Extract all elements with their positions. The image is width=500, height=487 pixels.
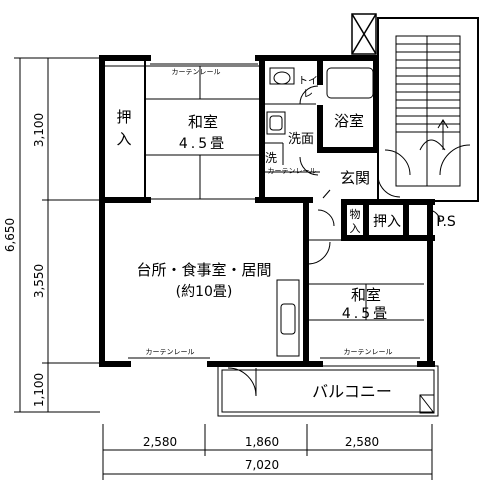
balcony-label: バルコニー [312, 382, 392, 401]
horizontal-dimensions [102, 424, 433, 480]
duct-box [351, 13, 377, 55]
vertical-dimensions [14, 57, 100, 413]
oshiire-right-label: 押入 [373, 214, 401, 230]
dim-vertical-total: 6,650 [3, 218, 17, 252]
ldk-name: 台所・食事室・居間 [136, 261, 271, 279]
washer-label: 洗 [265, 151, 277, 165]
entrance-label: 玄関 [340, 169, 370, 187]
washitsu-bottom-name: 和室 [351, 286, 381, 304]
curtain-rails [128, 63, 420, 359]
oshiire-left-label-2: 入 [116, 130, 131, 148]
storage-label-1: 物 [350, 207, 361, 221]
dim-horizontal-2: 1,860 [245, 435, 279, 449]
stairwell [377, 17, 479, 202]
washitsu-top-size: 4.5畳 [179, 136, 227, 152]
toilet-label-1: トイ [298, 76, 318, 87]
washroom-label: 洗面 [288, 132, 314, 147]
balcony-area [217, 365, 439, 417]
curtain-rail-label-top: カーテンレール [172, 68, 221, 76]
dim-horizontal-total: 7,020 [245, 458, 279, 472]
toilet-label-2: レ [303, 89, 313, 100]
ldk-size: (約10畳) [176, 284, 233, 300]
washitsu-top-name: 和室 [188, 113, 218, 131]
ps-label: P.S [436, 214, 456, 230]
washitsu-bottom-size: 4.5畳 [342, 306, 390, 322]
curtain-rail-label-wash: カーテンレール [268, 167, 317, 175]
storage-label-2: 入 [350, 222, 361, 235]
dim-vertical-3: 1,100 [32, 373, 46, 407]
walls [99, 55, 435, 367]
curtain-rail-label-washitsu: カーテンレール [344, 348, 393, 356]
curtain-rail-label-ldk: カーテンレール [146, 348, 195, 356]
bathroom-label: 浴室 [334, 112, 364, 130]
dim-horizontal-3: 2,580 [345, 435, 379, 449]
dim-vertical-1: 3,100 [32, 113, 46, 147]
dim-horizontal-1: 2,580 [143, 435, 177, 449]
dim-vertical-2: 3,550 [32, 264, 46, 298]
oshiire-left-label-1: 押 [116, 108, 131, 126]
